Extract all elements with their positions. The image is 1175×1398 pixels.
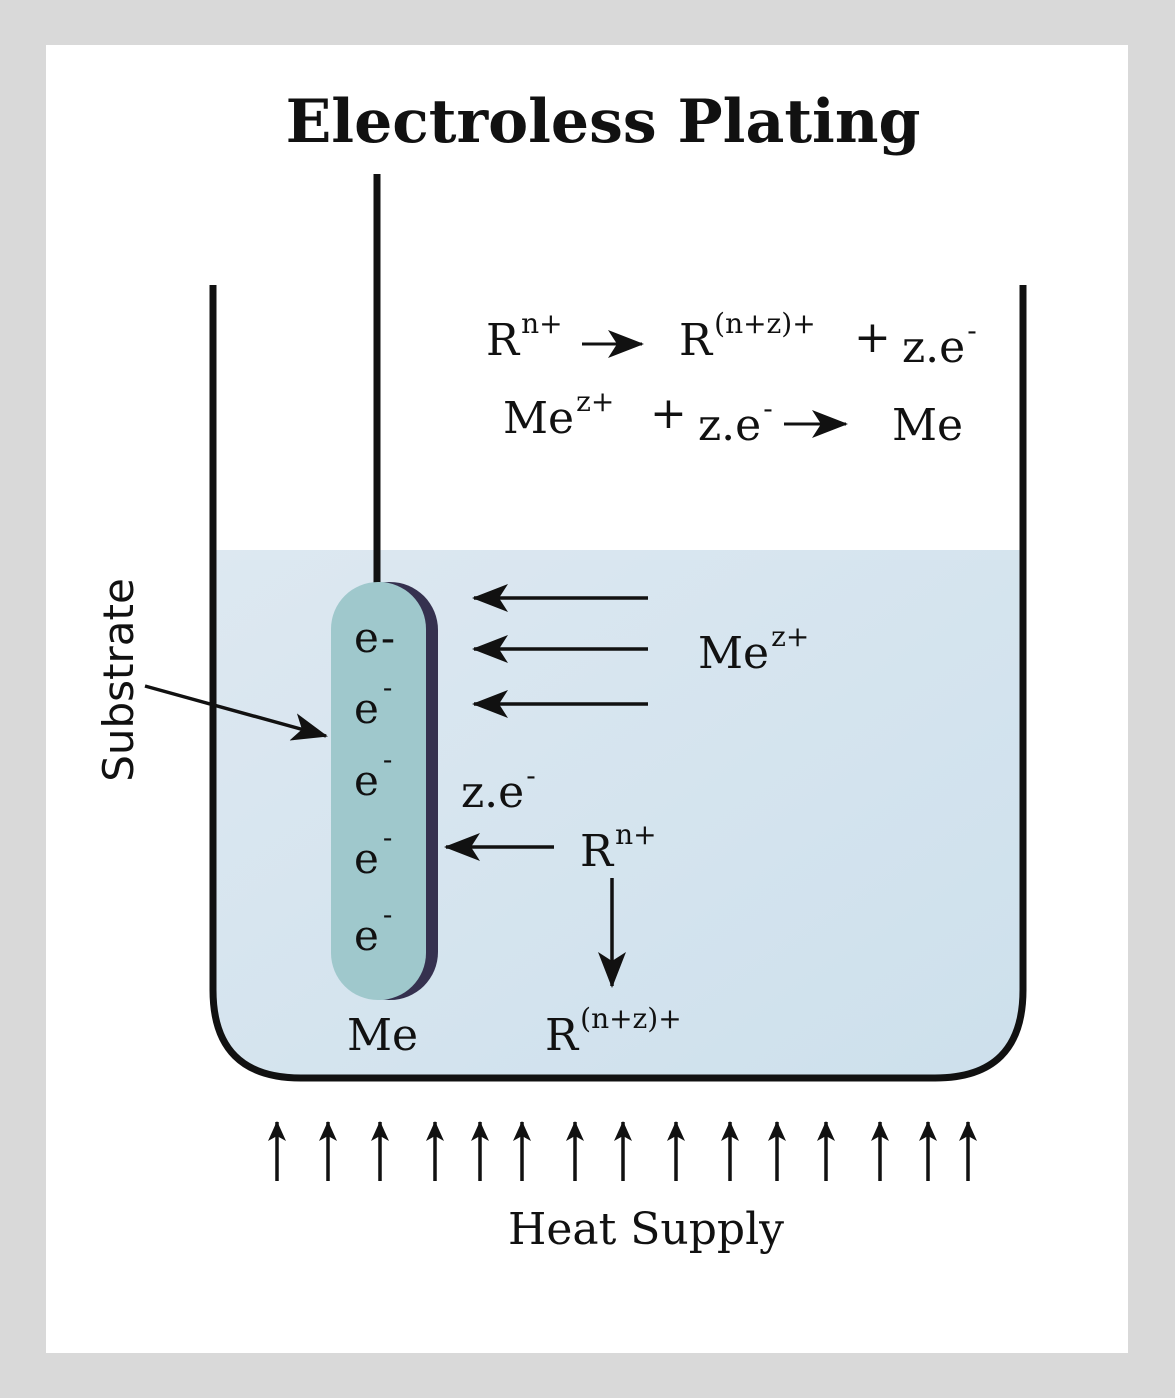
substrate-pointer-arrow: [144, 684, 328, 741]
svg-text:Mez+: Mez+: [503, 385, 614, 444]
electron: e-: [354, 821, 392, 883]
diagram-title: Electroless Plating: [286, 87, 921, 157]
electroless-plating-diagram: Electroless Plating e- e- e- e- e- Subst…: [94, 87, 1027, 1255]
svg-text:R(n+z)+: R(n+z)+: [679, 307, 816, 366]
heat-supply-label: Heat Supply: [508, 1204, 784, 1255]
svg-text:z.e-: z.e-: [902, 314, 977, 373]
oxidized-agent-label: R(n+z)+: [545, 1002, 682, 1061]
substrate: [331, 582, 426, 1000]
electron: e-: [354, 898, 392, 960]
heat-arrows: [268, 1121, 977, 1181]
beaker: [209, 285, 1027, 1082]
electron: e-: [354, 613, 395, 662]
diagram-frame: Electroless Plating e- e- e- e- e- Subst…: [46, 45, 1128, 1353]
svg-text:Me: Me: [892, 400, 963, 451]
metal-ion-label: Mez+: [698, 620, 809, 679]
electron: e-: [354, 743, 392, 805]
substrate-label: Substrate: [94, 578, 143, 782]
electron-transfer-label: z.e-: [461, 759, 536, 818]
oxidation-equation: Rn+ R(n+z)+ + z.e-: [486, 307, 977, 373]
reducing-agent-label: Rn+: [580, 818, 657, 877]
svg-text:Rn+: Rn+: [486, 307, 563, 366]
svg-text:+: +: [854, 312, 891, 363]
electron: e-: [354, 671, 392, 733]
svg-text:+: +: [650, 388, 687, 439]
deposited-metal-label: Me: [347, 1010, 418, 1061]
metal-ion-arrows: [472, 584, 648, 718]
substrate-electrons: e- e- e- e- e-: [354, 613, 395, 960]
svg-text:z.e-: z.e-: [698, 392, 773, 451]
reduction-equation: Mez+ + z.e- Me: [503, 385, 963, 451]
